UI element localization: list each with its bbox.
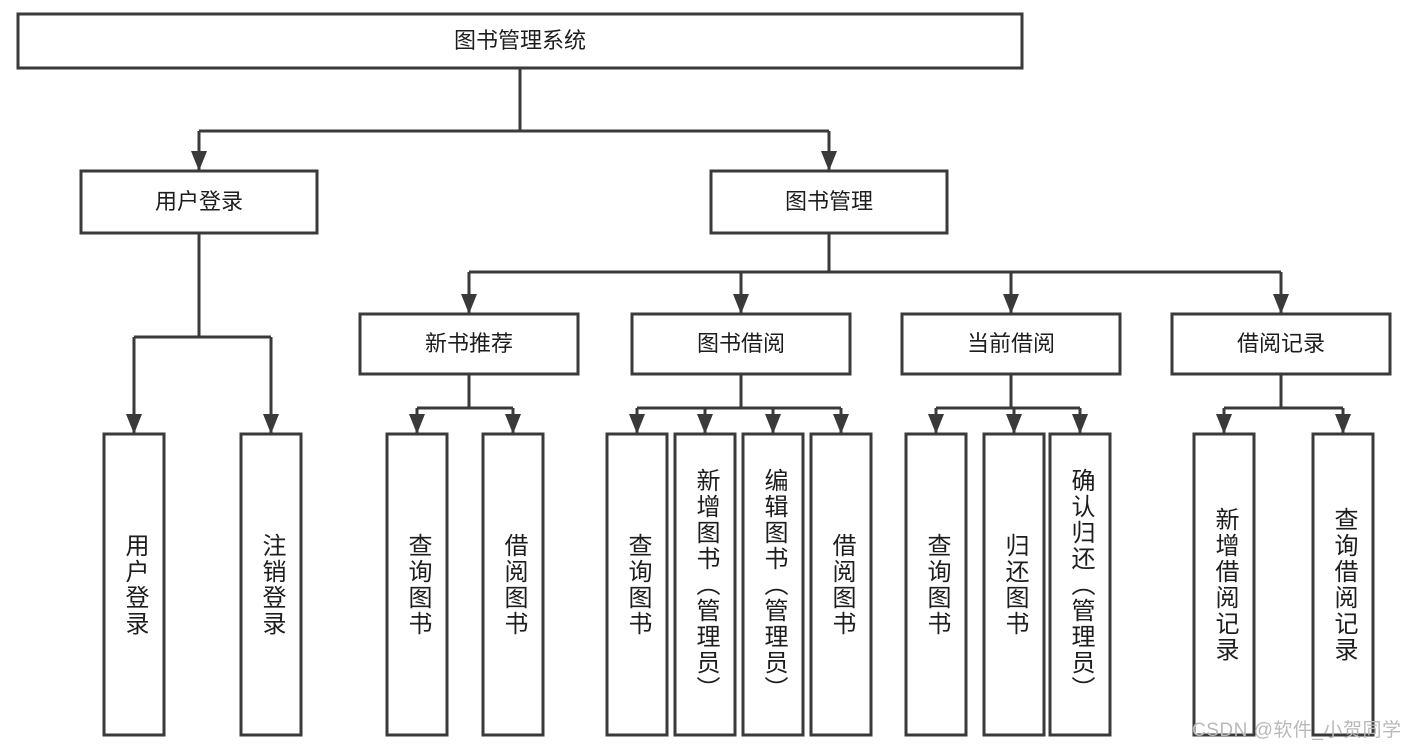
leaf-node-box-7[interactable] xyxy=(741,432,805,737)
arrow-head-icon xyxy=(461,294,477,314)
level2-node-label-1: 用户登录 xyxy=(155,189,243,214)
arrow-head-icon xyxy=(1273,294,1289,314)
leaf-node-box-1[interactable] xyxy=(102,432,166,737)
arrow-head-icon xyxy=(126,414,142,434)
level3-node-box-1[interactable] xyxy=(358,312,580,376)
csdn-watermark: CSDN @软件_小贺同学 xyxy=(1192,720,1402,741)
arrow-head-icon xyxy=(697,414,713,434)
leaf-node-box-6[interactable] xyxy=(673,432,737,737)
leaf-node-box-12[interactable] xyxy=(1192,432,1256,737)
arrow-head-icon xyxy=(928,414,944,434)
arrow-head-icon xyxy=(263,414,279,434)
leaf-node-box-4[interactable] xyxy=(481,432,545,737)
level3-node-label-1: 新书推荐 xyxy=(425,331,513,356)
leaf-node-box-10[interactable] xyxy=(982,432,1046,737)
arrow-head-icon xyxy=(821,151,837,171)
leaf-node-box-11[interactable] xyxy=(1048,432,1112,737)
level3-node-box-3[interactable] xyxy=(900,312,1122,376)
leaf-node-box-3[interactable] xyxy=(385,432,449,737)
arrow-head-icon xyxy=(1216,414,1232,434)
level2-node-label-2: 图书管理 xyxy=(785,189,873,214)
level2-node-box-2[interactable] xyxy=(709,169,949,235)
connector-edges-layer xyxy=(126,68,1351,434)
arrow-head-icon xyxy=(1335,414,1351,434)
level3-node-box-2[interactable] xyxy=(630,312,852,376)
leaf-node-box-2[interactable] xyxy=(239,432,303,737)
level2-node-box-1[interactable] xyxy=(79,169,319,235)
level3-node-box-4[interactable] xyxy=(1170,312,1392,376)
arrow-head-icon xyxy=(1072,414,1088,434)
arrow-head-icon xyxy=(505,414,521,434)
leaf-node-box-13[interactable] xyxy=(1311,432,1375,737)
arrow-head-icon xyxy=(733,294,749,314)
leaf-node-box-8[interactable] xyxy=(809,432,873,737)
arrow-head-icon xyxy=(191,151,207,171)
leaf-node-box-9[interactable] xyxy=(904,432,968,737)
arrow-head-icon xyxy=(409,414,425,434)
root-node-box[interactable] xyxy=(16,12,1024,70)
leaf-node-box-5[interactable] xyxy=(605,432,669,737)
arrow-head-icon xyxy=(1003,294,1019,314)
arrow-head-icon xyxy=(629,414,645,434)
arrow-head-icon xyxy=(1006,414,1022,434)
level3-node-label-2: 图书借阅 xyxy=(697,331,785,356)
level3-node-label-4: 借阅记录 xyxy=(1237,331,1325,356)
node-boxes-layer xyxy=(16,12,1392,737)
arrow-head-icon xyxy=(765,414,781,434)
level3-node-label-3: 当前借阅 xyxy=(967,331,1055,356)
arrow-head-icon xyxy=(833,414,849,434)
root-node-label: 图书管理系统 xyxy=(454,28,586,53)
